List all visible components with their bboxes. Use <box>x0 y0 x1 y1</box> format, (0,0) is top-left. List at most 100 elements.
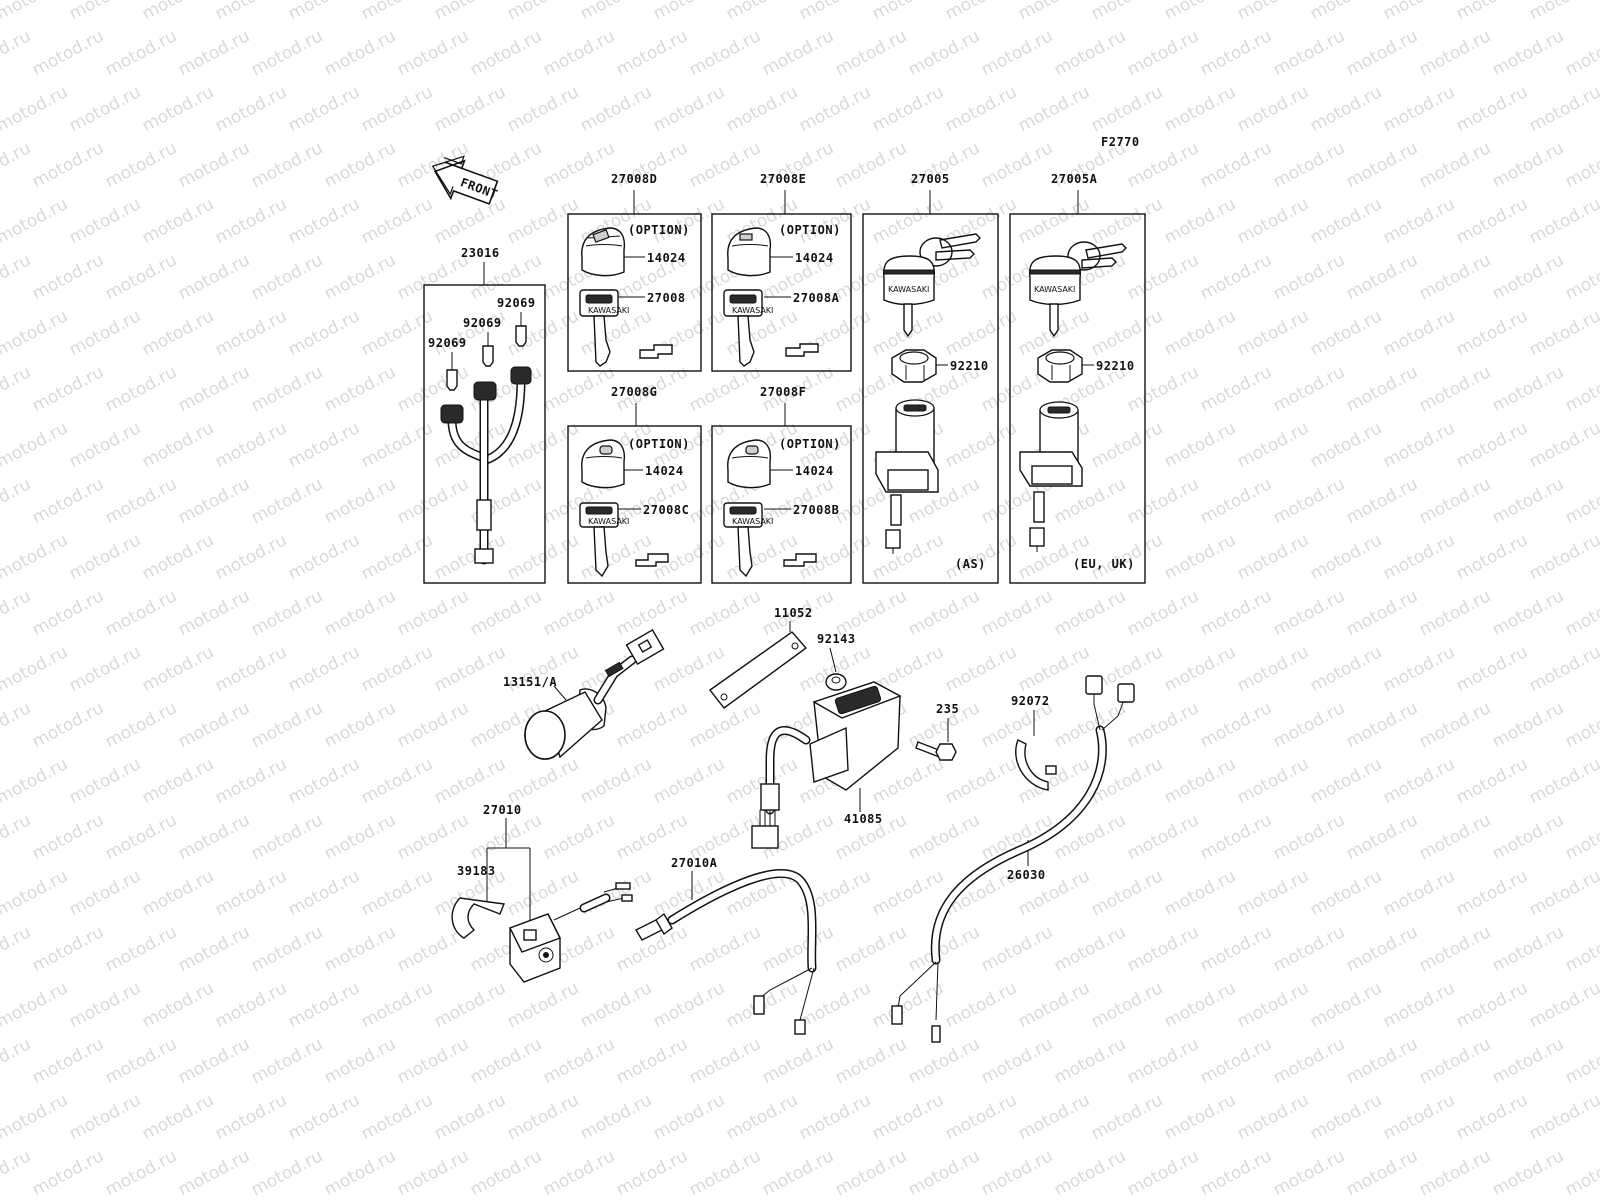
watermark-text: motod.ru <box>394 1034 472 1088</box>
blank-key-icon: KAWASAKI <box>579 289 629 367</box>
watermark-text: motod.ru <box>139 1090 217 1144</box>
watermark-text: motod.ru <box>102 698 180 752</box>
label-14024-d: 14024 <box>647 251 686 265</box>
watermark-text: motod.ru <box>504 754 582 808</box>
part-41085: 41085 <box>751 681 902 849</box>
watermark-text: motod.ru <box>1453 82 1531 136</box>
watermark-text: motod.ru <box>1197 586 1275 640</box>
watermark-text: motod.ru <box>540 138 618 192</box>
watermark-text: motod.ru <box>175 1146 253 1200</box>
watermark-text: motod.ru <box>540 26 618 80</box>
watermark-text: motod.ru <box>1526 642 1600 696</box>
label-27008: 27008 <box>647 291 686 305</box>
watermark-text: motod.ru <box>1307 194 1385 248</box>
watermark-text: motod.ru <box>102 250 180 304</box>
watermark-text: motod.ru <box>577 978 655 1032</box>
watermark-text: motod.ru <box>175 698 253 752</box>
clamp-icon <box>451 897 505 939</box>
watermark-text: motod.ru <box>1270 810 1348 864</box>
label-11052: 11052 <box>774 606 813 620</box>
label-13151A: 13151/A <box>503 675 557 689</box>
watermark-text: motod.ru <box>1161 82 1239 136</box>
group-27008F: 27008F (OPTION) 14024 27008B KAWASAKI <box>711 385 852 584</box>
label-41085: 41085 <box>844 812 883 826</box>
watermark-text: motod.ru <box>978 138 1056 192</box>
watermark-text: motod.ru <box>1526 418 1600 472</box>
watermark-text: motod.ru <box>869 194 947 248</box>
watermark-text: motod.ru <box>504 530 582 584</box>
watermark-text: motod.ru <box>285 642 363 696</box>
option-note-d: (OPTION) <box>628 223 690 237</box>
watermark-text: motod.ru <box>978 1146 1056 1200</box>
watermark-text: motod.ru <box>1562 698 1600 752</box>
watermark-text: motod.ru <box>358 0 436 24</box>
label-14024-f: 14024 <box>795 464 834 478</box>
group-27008G: 27008G (OPTION) 14024 27008C KAWASAKI <box>567 385 702 584</box>
watermark-text: motod.ru <box>1526 306 1600 360</box>
watermark-text: motod.ru <box>29 586 107 640</box>
watermark-text: motod.ru <box>248 362 326 416</box>
watermark-text: motod.ru <box>1489 474 1567 528</box>
watermark-text: motod.ru <box>139 0 217 24</box>
watermark-text: motod.ru <box>321 922 399 976</box>
watermark-text: motod.ru <box>686 1146 764 1200</box>
watermark-text: motod.ru <box>905 810 983 864</box>
blank-key-icon: KAWASAKI <box>723 289 773 367</box>
bolt-icon <box>915 741 957 761</box>
watermark-text: motod.ru <box>796 1090 874 1144</box>
watermark-text: motod.ru <box>29 26 107 80</box>
watermark-text: motod.ru <box>139 306 217 360</box>
watermark-text: motod.ru <box>686 586 764 640</box>
watermark-text: motod.ru <box>29 922 107 976</box>
watermark-text: motod.ru <box>66 978 144 1032</box>
watermark-text: motod.ru <box>1562 810 1600 864</box>
watermark-text: motod.ru <box>1197 250 1275 304</box>
watermark-text: motod.ru <box>0 922 34 976</box>
option-note-e: (OPTION) <box>779 223 841 237</box>
watermark-text: motod.ru <box>29 250 107 304</box>
watermark-text: motod.ru <box>0 978 71 1032</box>
group-27005: 27005 92210 (AS) KAWASAKI <box>862 172 999 584</box>
region-note-as: (AS) <box>955 557 986 571</box>
watermark-text: motod.ru <box>139 978 217 1032</box>
watermark-text: motod.ru <box>1051 1146 1129 1200</box>
watermark-text: motod.ru <box>650 0 728 24</box>
watermark-text: motod.ru <box>1343 362 1421 416</box>
watermark-text: motod.ru <box>1307 82 1385 136</box>
watermark-text: motod.ru <box>577 530 655 584</box>
watermark-text: motod.ru <box>905 922 983 976</box>
watermark-text: motod.ru <box>869 866 947 920</box>
watermark-text: motod.ru <box>102 474 180 528</box>
watermark-text: motod.ru <box>1197 1034 1275 1088</box>
watermark-text: motod.ru <box>1453 1090 1531 1144</box>
part-13151A: 13151/A <box>503 629 665 760</box>
watermark-text: motod.ru <box>759 26 837 80</box>
watermark-text: motod.ru <box>1416 698 1494 752</box>
watermark-text: motod.ru <box>942 418 1020 472</box>
watermark-text: motod.ru <box>0 418 71 472</box>
watermark-text: motod.ru <box>869 1090 947 1144</box>
watermark-text: motod.ru <box>1453 0 1531 24</box>
group-label-27008D: 27008D <box>611 172 657 186</box>
watermark-text: motod.ru <box>358 1090 436 1144</box>
watermark-text: motod.ru <box>577 1090 655 1144</box>
watermark-text: motod.ru <box>1416 922 1494 976</box>
watermark-text: motod.ru <box>139 194 217 248</box>
watermark-text: motod.ru <box>540 1034 618 1088</box>
buzzer-icon <box>524 629 665 760</box>
key-profile-icon <box>783 553 817 567</box>
watermark-text: motod.ru <box>832 922 910 976</box>
watermark-text: motod.ru <box>504 82 582 136</box>
watermark-text: motod.ru <box>1161 530 1239 584</box>
watermark-text: motod.ru <box>1124 26 1202 80</box>
watermark-text: motod.ru <box>1453 642 1531 696</box>
watermark-text: motod.ru <box>1197 1146 1275 1200</box>
watermark-text: motod.ru <box>212 754 290 808</box>
watermark-text: motod.ru <box>540 810 618 864</box>
watermark-text: motod.ru <box>1124 474 1202 528</box>
watermark-text: motod.ru <box>0 586 34 640</box>
watermark-text: motod.ru <box>467 586 545 640</box>
fuse-icon <box>446 325 527 391</box>
watermark-text: motod.ru <box>1051 26 1129 80</box>
